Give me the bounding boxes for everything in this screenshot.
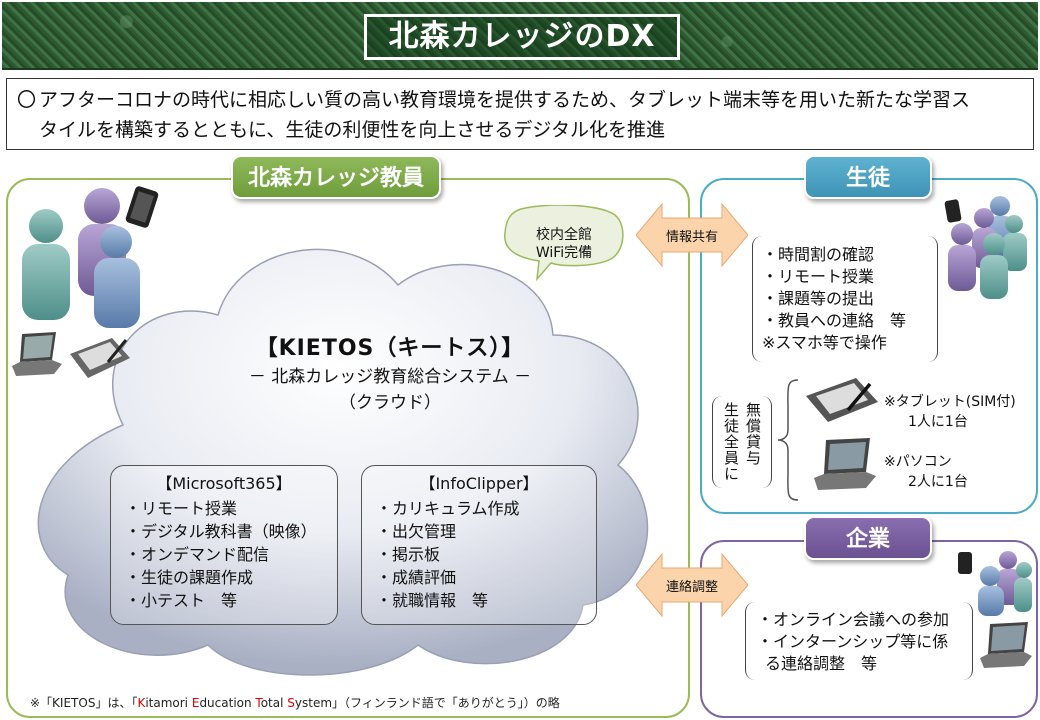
summary-line-1: アフターコロナの時代に相応しい質の高い教育環境を提供するため、タブレット端末等を… [39, 89, 971, 111]
tablet-note: ※タブレット(SIM付) 1人に1台 [884, 394, 1016, 430]
teachers-people-icon [22, 186, 159, 328]
coord-double-arrow [636, 552, 748, 618]
list-item: ・リモート授業 [762, 267, 875, 286]
company-laptop-icon [980, 622, 1032, 668]
share-label: 情報共有 [665, 230, 718, 245]
list-item: ・成績評価 [376, 568, 457, 587]
pc-laptop-icon [814, 438, 876, 490]
pen-tablet-icon [70, 338, 130, 378]
system-subtitle: － 北森カレッジ教育総合システム － [248, 367, 532, 387]
system-heading: 【KIETOS（キートス）】 [255, 336, 525, 361]
cloud-shape [37, 248, 649, 676]
student-bracket [752, 236, 938, 362]
infoclipper-box: 【InfoClipper】 ・カリキュラム作成 ・出欠管理 ・掲示板 ・成績評価… [361, 465, 597, 625]
list-item: ・就職情報 等 [376, 591, 489, 610]
pc-note: ※パソコン 2人に1台 [884, 454, 968, 490]
list-item: ・課題等の提出 [762, 289, 875, 308]
list-item: ・掲示板 [376, 545, 441, 564]
share-double-arrow [636, 202, 748, 268]
list-item: ・出欠管理 [376, 522, 457, 541]
company-list: ・オンライン会議への参加 ・インターンシップ等に係 る連絡調整 等 [757, 609, 949, 675]
list-item: ・リモート授業 [125, 499, 238, 518]
faculty-label: 北森カレッジ教員 [231, 155, 441, 199]
students-people-icon [944, 196, 1027, 299]
student-list: ・時間割の確認 ・リモート授業 ・課題等の提出 ・教員への連絡 等 ※スマホ等で… [762, 244, 906, 354]
wifi-bubble [504, 205, 624, 281]
list-item: る連絡調整 等 [765, 654, 878, 673]
summary-box: 〇アフターコロナの時代に相応しい質の高い教育環境を提供するため、タブレット端末等… [6, 78, 1034, 150]
laptop-icon [12, 332, 62, 376]
summary-line-2: タイルを構築するとともに、生徒の利便性を向上させるデジタル化を推進 [39, 119, 666, 141]
list-item: ・小テスト 等 [125, 591, 238, 610]
coord-label: 連絡調整 [665, 580, 718, 595]
student-label: 生徒 [804, 155, 932, 199]
footnote: ※「KIETOS」は、「Kitamori Education Total Sys… [30, 696, 560, 710]
loan-text-right: 無償貸与 [744, 402, 762, 466]
list-item: ・オンデマンド配信 [125, 545, 270, 564]
loan-text-left: 生徒全員に [722, 402, 740, 482]
title-banner: 北森カレッジのDX [2, 2, 1038, 70]
microsoft365-header: 【Microsoft365】 [156, 474, 292, 493]
list-item: ・時間割の確認 [762, 245, 875, 264]
company-people-icon [958, 551, 1032, 616]
summary-mark: 〇 [17, 89, 37, 111]
list-item: ・インターンシップ等に係 [757, 632, 949, 651]
list-item: ・オンライン会議への参加 [757, 610, 950, 629]
company-label: 企業 [804, 516, 932, 560]
brace-shape [777, 379, 799, 501]
tablet-device-icon [806, 378, 878, 422]
list-item: ・生徒の課題作成 [125, 568, 254, 587]
loan-bracket [712, 396, 772, 488]
infoclipper-header: 【InfoClipper】 [419, 474, 539, 493]
list-item: ※スマホ等で操作 [762, 333, 887, 352]
wifi-text: 校内全館 WiFi完備 [535, 227, 593, 261]
microsoft365-box: 【Microsoft365】 ・リモート授業 ・デジタル教科書（映像） ・オンデ… [110, 465, 338, 625]
list-item: ・カリキュラム作成 [376, 499, 520, 518]
list-item: ・デジタル教科書（映像） [125, 522, 317, 541]
company-bracket [745, 602, 973, 680]
list-item: ・教員への連絡 等 [762, 311, 907, 330]
cloud-note: （クラウド） [339, 393, 441, 413]
page-title: 北森カレッジのDX [364, 14, 680, 60]
